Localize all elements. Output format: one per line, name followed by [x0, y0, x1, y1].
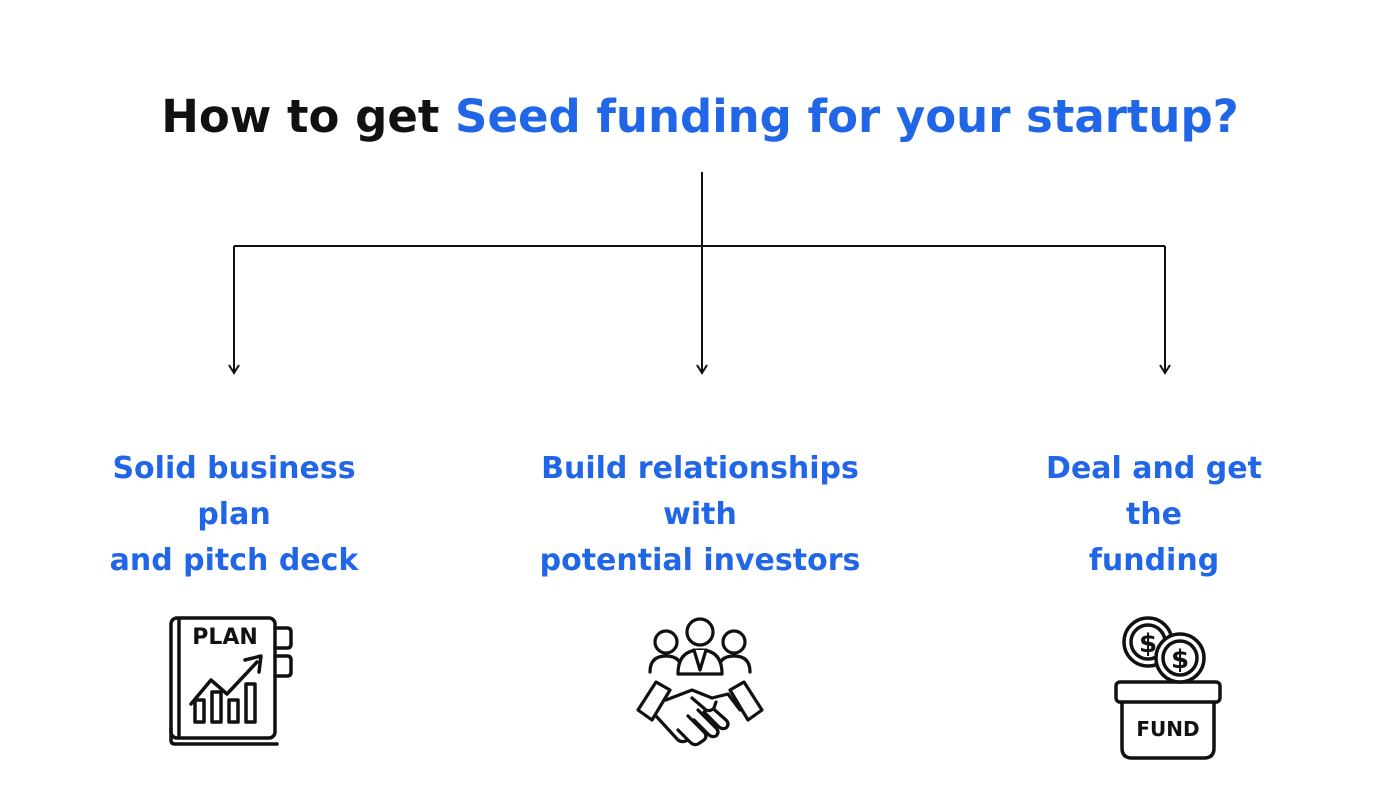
fund-icon-text: FUND: [1136, 717, 1199, 741]
fund-jar-icon: $ $ FUND: [1114, 616, 1222, 760]
plan-icon-text: PLAN: [192, 625, 258, 650]
branch-label-relationships: Build relationships with potential inves…: [539, 451, 861, 578]
branch-label-plan: Solid business plan and pitch deck: [109, 451, 359, 578]
left-arrowhead: [228, 364, 240, 375]
page-title: How to get Seed funding for your startup…: [0, 90, 1400, 143]
center-arrowhead: [696, 364, 708, 375]
title-prefix: How to get: [161, 90, 456, 143]
title-highlight: Seed funding for your startup?: [455, 90, 1239, 143]
right-arrowhead: [1159, 364, 1171, 375]
coin-dollar-icon-1: $: [1139, 629, 1157, 659]
handshake-investors-icon: [636, 617, 764, 747]
business-plan-icon: PLAN: [169, 616, 293, 746]
coin-dollar-icon-2: $: [1171, 645, 1189, 675]
branch-label-funding: Deal and get the funding: [1046, 451, 1262, 578]
